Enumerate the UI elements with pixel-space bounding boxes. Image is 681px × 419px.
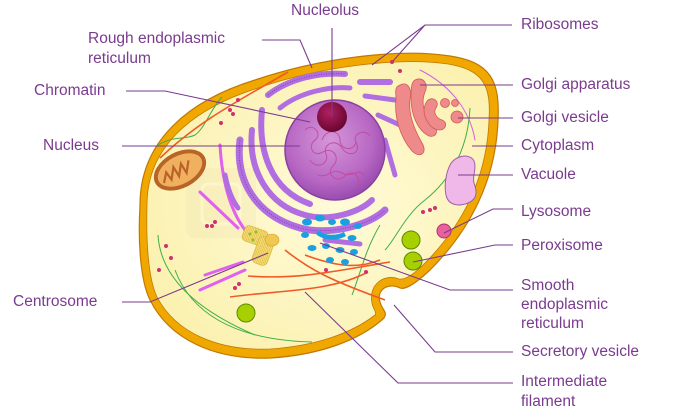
rough-er-ribosome-dots: [238, 73, 386, 232]
leader-ribosomes: [371, 24, 512, 66]
nucleus: [284, 99, 386, 201]
label-peroxisome: Peroxisome: [521, 237, 603, 254]
golgi-apparatus: [395, 78, 446, 156]
leader-lines: [122, 24, 513, 384]
label-secretory-vesicle: Secretory vesicle: [521, 343, 640, 360]
label-cytoplasm: Cytoplasm: [521, 137, 595, 154]
label-rough-er-line2: reticulum: [88, 50, 151, 67]
leader-intermediate-filament: [304, 291, 513, 384]
label-smooth-er-line3: reticulum: [521, 315, 584, 332]
leader-smooth-er: [319, 242, 513, 291]
label-intermediate-filament-line2: filament: [521, 393, 576, 410]
label-smooth-er-line2: endoplasmic: [521, 296, 609, 313]
mitochondrion: [153, 149, 207, 191]
chromatin: [304, 126, 371, 189]
label-ribosomes: Ribosomes: [521, 16, 599, 33]
centrosome: [241, 225, 280, 266]
actin-filaments: [157, 96, 471, 343]
leader-centrosome: [122, 252, 269, 303]
label-lysosome: Lysosome: [521, 203, 592, 220]
label-nucleolus: Nucleolus: [291, 2, 360, 19]
lysosome: [436, 223, 452, 239]
leader-rough-er: [262, 39, 313, 69]
label-nucleus: Nucleus: [43, 137, 99, 154]
label-golgi-vesicle: Golgi vesicle: [521, 109, 609, 126]
label-intermediate-filament-line1: Intermediate: [521, 373, 608, 390]
leader-secretory-vesicle: [393, 304, 513, 353]
label-rough-er-line1: Rough endoplasmic: [88, 30, 226, 47]
peroxisomes: [236, 230, 423, 323]
label-vacuole: Vacuole: [521, 166, 576, 183]
label-golgi-apparatus: Golgi apparatus: [521, 76, 631, 93]
free-ribosomes: [157, 60, 437, 290]
vacuole: [444, 155, 477, 206]
label-smooth-er-line1: Smooth: [521, 277, 575, 294]
label-centrosome: Centrosome: [13, 293, 98, 310]
leader-chromatin: [126, 90, 311, 123]
leader-peroxisome: [412, 244, 513, 263]
label-chromatin: Chromatin: [34, 82, 106, 99]
golgi-vesicles: [440, 98, 464, 124]
leader-lysosome: [443, 208, 513, 234]
